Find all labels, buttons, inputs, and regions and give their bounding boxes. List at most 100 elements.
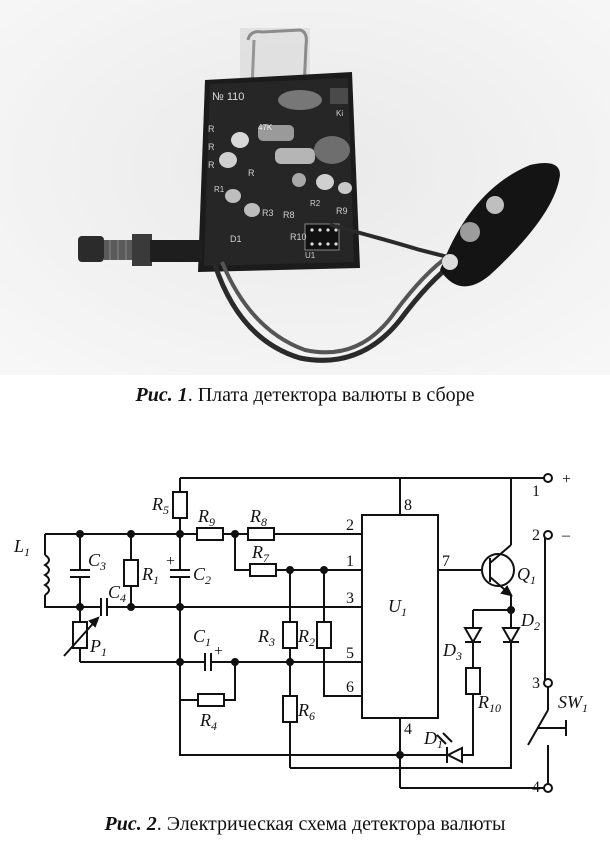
terminal-2-label: 2 (532, 527, 540, 544)
wire (462, 740, 474, 756)
led-d1 (445, 746, 463, 764)
figure-1-label: Рис. 1 (135, 384, 188, 406)
resistor-r10 (465, 667, 481, 695)
pin-4: 4 (404, 721, 412, 738)
board-mark: R (208, 142, 215, 152)
resistor-r6 (282, 695, 298, 723)
label-c2-plus: + (166, 553, 175, 570)
terminal-2 (543, 530, 553, 540)
board-photo: № 110 R R R 47K R R8 R9 R3 R10 D1 U1 Ki … (0, 0, 610, 375)
terminal-minus-label: – (561, 527, 571, 544)
figure-1-caption: Рис. 1. Плата детектора валюты в сборе (0, 384, 610, 407)
label-d3: D3 (442, 640, 462, 663)
wire (234, 534, 250, 571)
pcb-board: № 110 R R R 47K R R8 R9 R3 R10 D1 U1 Ki … (198, 72, 360, 272)
wire (224, 662, 236, 701)
board-mark: R1 (214, 185, 225, 194)
resistor-r4 (197, 693, 225, 707)
transistor-q1-arrow (500, 585, 513, 597)
resistor-r9 (196, 527, 224, 541)
label-c3: C3 (88, 550, 106, 573)
transistor-q1-collector (489, 544, 512, 564)
wire (179, 662, 198, 701)
pin-8: 8 (404, 497, 412, 514)
transistor-q1 (481, 553, 515, 587)
label-l1: L1 (13, 536, 30, 559)
diode-d2 (501, 627, 521, 645)
board-mark: R (208, 124, 215, 134)
label-u1: U1 (388, 596, 407, 619)
resistor-r7 (249, 563, 277, 577)
label-d2: D2 (520, 610, 540, 633)
label-p1: P1 (89, 636, 107, 659)
figure-1-text: . Плата детектора валюты в сборе (187, 384, 475, 406)
junction (231, 658, 239, 666)
label-c1: C1 (193, 626, 211, 649)
board-mark: R (248, 168, 255, 178)
resistor-r5 (172, 491, 188, 519)
wire (323, 648, 362, 697)
board-mark: R8 (283, 210, 295, 220)
terminal-4 (543, 783, 553, 793)
label-c1-plus: + (214, 643, 223, 660)
junction (396, 751, 404, 759)
label-d1: D1 (423, 728, 443, 751)
junction (176, 530, 184, 538)
terminal-3 (543, 678, 553, 688)
pin-2: 2 (346, 517, 354, 534)
label-r7: R7 (251, 542, 270, 565)
pin-7: 7 (442, 553, 450, 570)
label-r6: R6 (297, 700, 315, 723)
board-mark: Ki (336, 109, 343, 118)
wire (470, 642, 512, 769)
label-r9: R9 (197, 506, 215, 529)
battery-wires (212, 223, 457, 363)
board-mark: D1 (230, 234, 242, 244)
terminal-plus-label: + (562, 471, 571, 488)
board-mark: U1 (305, 251, 316, 260)
wire (179, 700, 415, 756)
board-mark: R (208, 160, 215, 170)
led-d1-rays (436, 734, 447, 745)
terminal-4-label: 4 (532, 779, 540, 796)
board-mark: R9 (336, 206, 348, 216)
terminal-1-label: 1 (532, 483, 540, 500)
label-r4: R4 (199, 710, 217, 733)
schematic: R5 R9 R8 R7 L1 C3 C4 R1 C2 + P1 C1 + R4 … (13, 471, 588, 796)
board-mark: R2 (310, 199, 321, 208)
terminal-1 (543, 473, 553, 483)
pin-6: 6 (346, 679, 354, 696)
figure-2-caption: Рис. 2. Электрическая схема детектора ва… (0, 813, 610, 836)
board-mark: 47K (258, 123, 273, 132)
battery-snap (440, 162, 560, 287)
label-c4: C4 (108, 582, 126, 605)
resistor-r3 (282, 621, 298, 649)
wire (44, 595, 80, 608)
label-r10: R10 (477, 692, 501, 715)
ic-u1 (361, 514, 439, 719)
label-c2: C2 (193, 564, 211, 587)
diode-d3 (463, 627, 483, 645)
board-mark: № 110 (212, 91, 244, 103)
pin-1: 1 (346, 553, 354, 570)
resistor-r8 (247, 527, 275, 541)
terminal-3-label: 3 (532, 675, 540, 692)
board-mark: R3 (262, 208, 274, 218)
figure-2-text: . Электрическая схема детектора валюты (156, 813, 506, 835)
figure-2-label: Рис. 2 (104, 813, 157, 835)
junction (76, 530, 84, 538)
potentiometer-p1-arrow (88, 616, 100, 628)
pin-5: 5 (346, 645, 354, 662)
label-r5: R5 (151, 494, 169, 517)
junction (127, 603, 135, 611)
junction (127, 530, 135, 538)
board-mark: R10 (290, 232, 307, 242)
label-r2: R2 (297, 626, 315, 649)
pin-3: 3 (346, 590, 354, 607)
label-sw1: SW1 (558, 692, 588, 715)
label-r3: R3 (257, 626, 275, 649)
label-r8: R8 (249, 506, 267, 529)
label-q1: Q1 (517, 564, 536, 587)
resistor-r1 (123, 559, 139, 587)
led-d1-rays (442, 732, 453, 743)
